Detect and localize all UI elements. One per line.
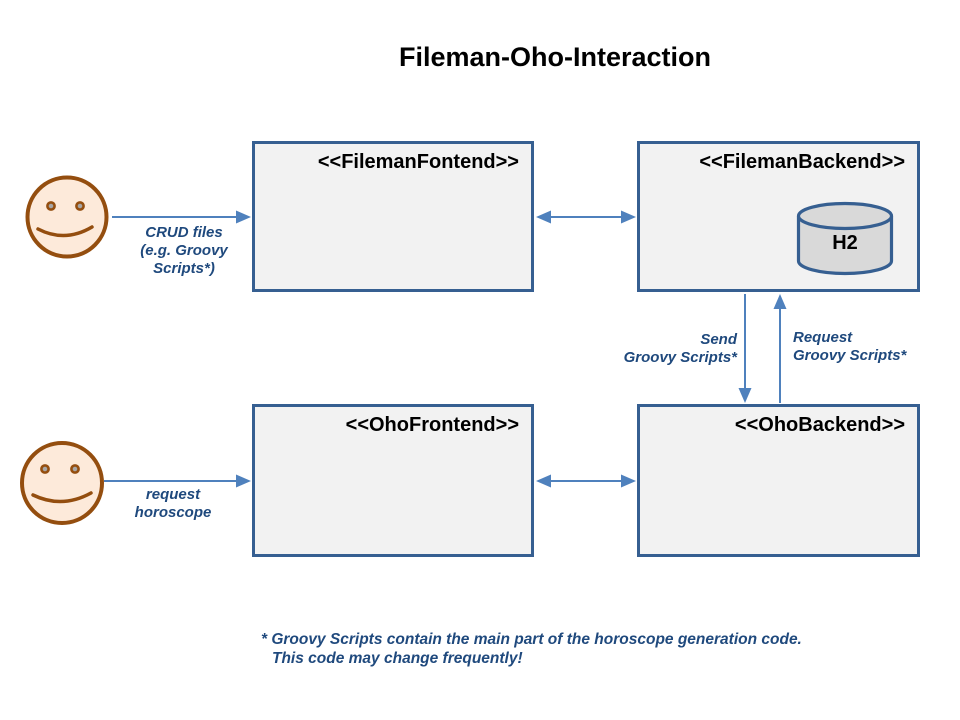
footnote-line-2: This code may change frequently! — [272, 649, 523, 667]
database-cylinder-icon — [796, 201, 894, 276]
fileman-frontend-backend-arrow — [536, 210, 636, 224]
request-horoscope-arrow — [104, 474, 251, 488]
send-scripts-label: Send Groovy Scripts* — [623, 331, 737, 366]
request-horoscope-label: request horoscope — [134, 486, 212, 521]
crud-files-arrow — [112, 210, 251, 224]
request-scripts-arrow — [773, 294, 787, 403]
oho-backend-box: <<OhoBackend>> — [637, 404, 920, 557]
fileman-frontend-label: <<FilemanFontend>> — [317, 151, 519, 173]
request-scripts-label: Request Groovy Scripts* — [793, 329, 907, 364]
oho-frontend-label: <<OhoFrontend>> — [345, 414, 519, 436]
h2-database-label: H2 — [832, 232, 858, 254]
oho-backend-label: <<OhoBackend>> — [734, 414, 905, 436]
oho-frontend-backend-arrow — [536, 474, 636, 488]
footnote: * Groovy Scripts contain the main part o… — [261, 631, 802, 668]
fileman-user-smiley-icon — [25, 175, 109, 259]
send-scripts-arrow — [738, 294, 752, 403]
fileman-frontend-box: <<FilemanFontend>> — [252, 141, 534, 292]
diagram-title: Fileman-Oho-Interaction — [398, 42, 712, 72]
crud-files-label: CRUD files (e.g. Groovy Scripts*) — [140, 224, 228, 277]
oho-user-smiley-icon — [20, 441, 104, 525]
fileman-backend-label: <<FilemanBackend>> — [699, 151, 905, 173]
oho-frontend-box: <<OhoFrontend>> — [252, 404, 534, 557]
footnote-line-1: * Groovy Scripts contain the main part o… — [261, 631, 802, 648]
